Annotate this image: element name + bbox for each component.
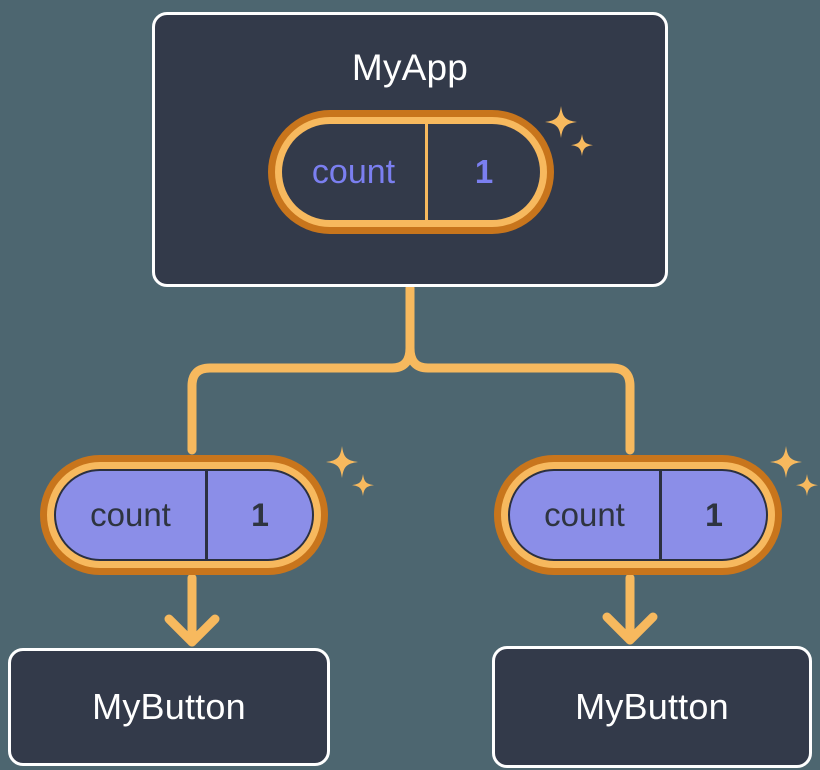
component-card-mybutton-right[interactable]: MyButton — [492, 646, 812, 768]
component-title: MyButton — [575, 686, 729, 727]
component-title: MyButton — [92, 686, 246, 727]
state-pill-inner-ring: count 1 — [47, 462, 321, 568]
state-value: 1 — [705, 496, 723, 533]
state-key: count — [90, 496, 171, 533]
state-pill-divider — [205, 471, 208, 559]
state-pill-body: count 1 — [54, 469, 314, 561]
state-key: count — [544, 496, 625, 533]
arrow-down-icon-left — [164, 614, 220, 647]
arrow-down-icon-right — [602, 612, 658, 645]
state-pill-inner-ring: count 1 — [501, 462, 775, 568]
state-pill-left[interactable]: count 1 — [40, 455, 328, 575]
state-pill-inner-ring: count 1 — [275, 117, 547, 227]
component-title: MyApp — [351, 47, 469, 88]
state-pill-divider — [425, 124, 428, 220]
state-pill-divider — [659, 471, 662, 559]
state-value: 1 — [474, 153, 494, 190]
state-pill-myapp[interactable]: count 1 — [268, 110, 554, 234]
state-pill-body: count 1 — [282, 124, 540, 220]
connector-branch-right — [405, 343, 635, 455]
component-card-mybutton-left[interactable]: MyButton — [8, 648, 330, 766]
state-pill-outer-ring: count 1 — [268, 110, 554, 234]
state-key: count — [311, 152, 396, 191]
connector-branch-left — [187, 343, 415, 455]
state-pill-right[interactable]: count 1 — [494, 455, 782, 575]
state-pill-body: count 1 — [508, 469, 768, 561]
state-pill-outer-ring: count 1 — [40, 455, 328, 575]
state-pill-outer-ring: count 1 — [494, 455, 782, 575]
state-value: 1 — [251, 496, 269, 533]
